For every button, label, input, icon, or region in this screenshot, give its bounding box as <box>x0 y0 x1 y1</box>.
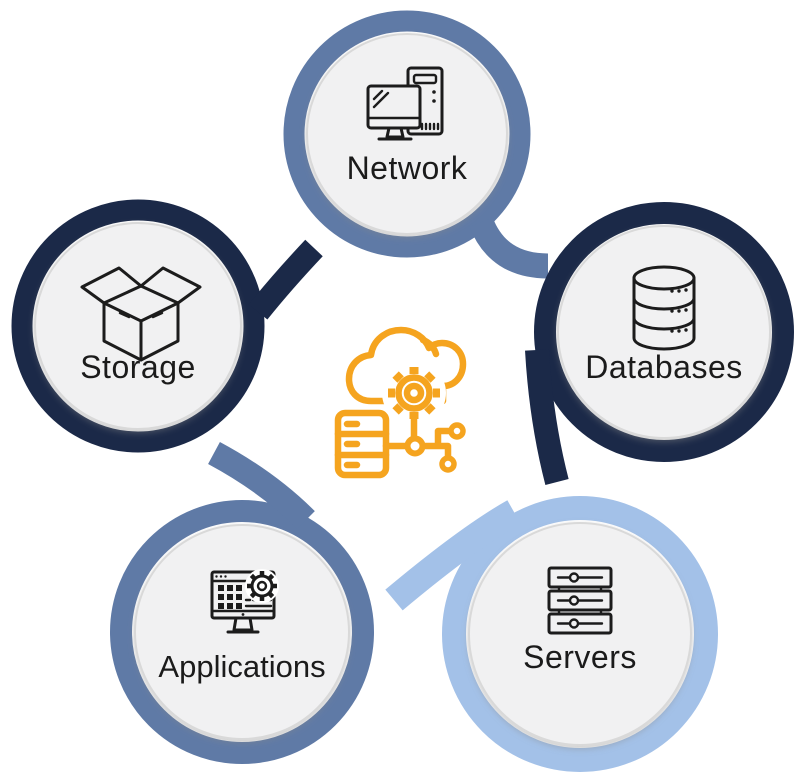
storage-ring-tail <box>248 239 323 320</box>
circuit-lines <box>382 415 466 473</box>
storage-disc <box>34 222 242 430</box>
applications-label: Applications <box>158 649 325 684</box>
node-storage: Storage <box>11 199 323 453</box>
servers-ring-tail <box>385 500 521 611</box>
applications-ring-tail <box>208 441 315 529</box>
cloud-highlight <box>419 336 440 358</box>
open-box-icon <box>80 266 202 362</box>
server-box-icon <box>334 409 390 479</box>
node-servers: Servers <box>385 496 718 772</box>
desktop-computer-icon <box>366 66 444 141</box>
gear-teeth <box>247 571 277 601</box>
gear-icon <box>388 367 440 419</box>
network-label: Network <box>347 150 468 186</box>
network-ring-tail <box>469 216 549 279</box>
node-applications: Applications <box>110 441 374 764</box>
databases-ring-tail <box>525 349 569 485</box>
servers-ring <box>442 496 718 772</box>
databases-label: Databases <box>585 349 742 385</box>
network-disc <box>306 33 508 235</box>
applications-ring <box>110 500 374 764</box>
node-databases: Databases <box>525 202 794 485</box>
node-network: Network <box>283 10 549 279</box>
database-stack-icon <box>632 265 696 351</box>
storage-label: Storage <box>80 349 196 385</box>
server-rack-icon <box>547 566 613 635</box>
storage-ring <box>11 199 265 453</box>
network-ring <box>283 10 531 258</box>
app-window-gear-icon <box>210 569 279 634</box>
cloud-computing-icon <box>334 326 467 479</box>
servers-label: Servers <box>523 639 637 675</box>
databases-disc <box>557 225 771 439</box>
databases-ring <box>534 202 794 462</box>
